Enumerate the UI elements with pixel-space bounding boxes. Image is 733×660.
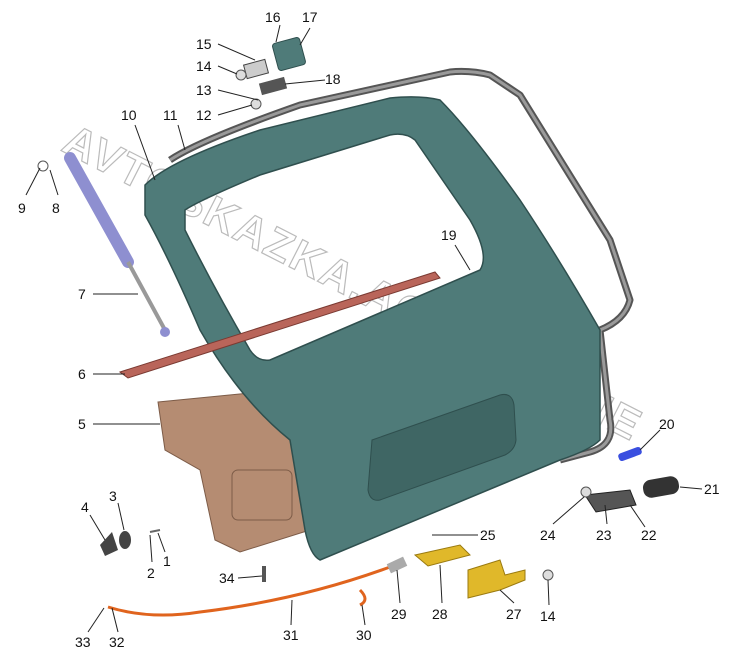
label-15: 15 <box>196 36 212 52</box>
label-4: 4 <box>81 499 89 515</box>
label-28: 28 <box>432 606 448 622</box>
label-13: 13 <box>196 82 212 98</box>
label-5: 5 <box>78 416 86 432</box>
label-2: 2 <box>147 565 155 581</box>
label-33: 33 <box>75 634 91 650</box>
label-8: 8 <box>52 200 60 216</box>
bracket-27 <box>467 559 526 599</box>
label-32: 32 <box>109 634 125 650</box>
part-number-labels: 16 17 15 14 18 13 12 10 11 9 8 7 19 6 5 … <box>18 9 720 650</box>
label-34: 34 <box>219 570 235 586</box>
label-10: 10 <box>121 107 137 123</box>
label-7: 7 <box>78 286 86 302</box>
label-14b: 14 <box>540 608 556 624</box>
label-12: 12 <box>196 107 212 123</box>
label-9: 9 <box>18 200 26 216</box>
label-19: 19 <box>441 227 457 243</box>
release-cable <box>107 565 391 617</box>
label-11: 11 <box>163 107 178 123</box>
label-20: 20 <box>659 416 675 432</box>
label-3: 3 <box>109 488 117 504</box>
trim-strip <box>118 271 441 379</box>
label-23: 23 <box>596 527 612 543</box>
label-24: 24 <box>540 527 556 543</box>
label-31: 31 <box>283 627 299 643</box>
leader-lines <box>25 24 703 633</box>
handle <box>584 489 637 513</box>
label-6: 6 <box>78 366 86 382</box>
label-17: 17 <box>302 9 318 25</box>
label-22: 22 <box>641 527 657 543</box>
label-29: 29 <box>391 606 407 622</box>
label-25: 25 <box>480 527 496 543</box>
label-1: 1 <box>163 553 171 569</box>
hinge <box>272 37 306 71</box>
label-14: 14 <box>196 58 212 74</box>
gas-strut <box>64 152 170 337</box>
bracket-28 <box>413 544 471 567</box>
label-27: 27 <box>506 606 522 622</box>
boot <box>642 476 680 498</box>
label-18: 18 <box>325 71 341 87</box>
label-21: 21 <box>704 481 720 497</box>
blue-part <box>618 446 642 462</box>
label-30: 30 <box>356 627 372 643</box>
label-16: 16 <box>265 9 281 25</box>
